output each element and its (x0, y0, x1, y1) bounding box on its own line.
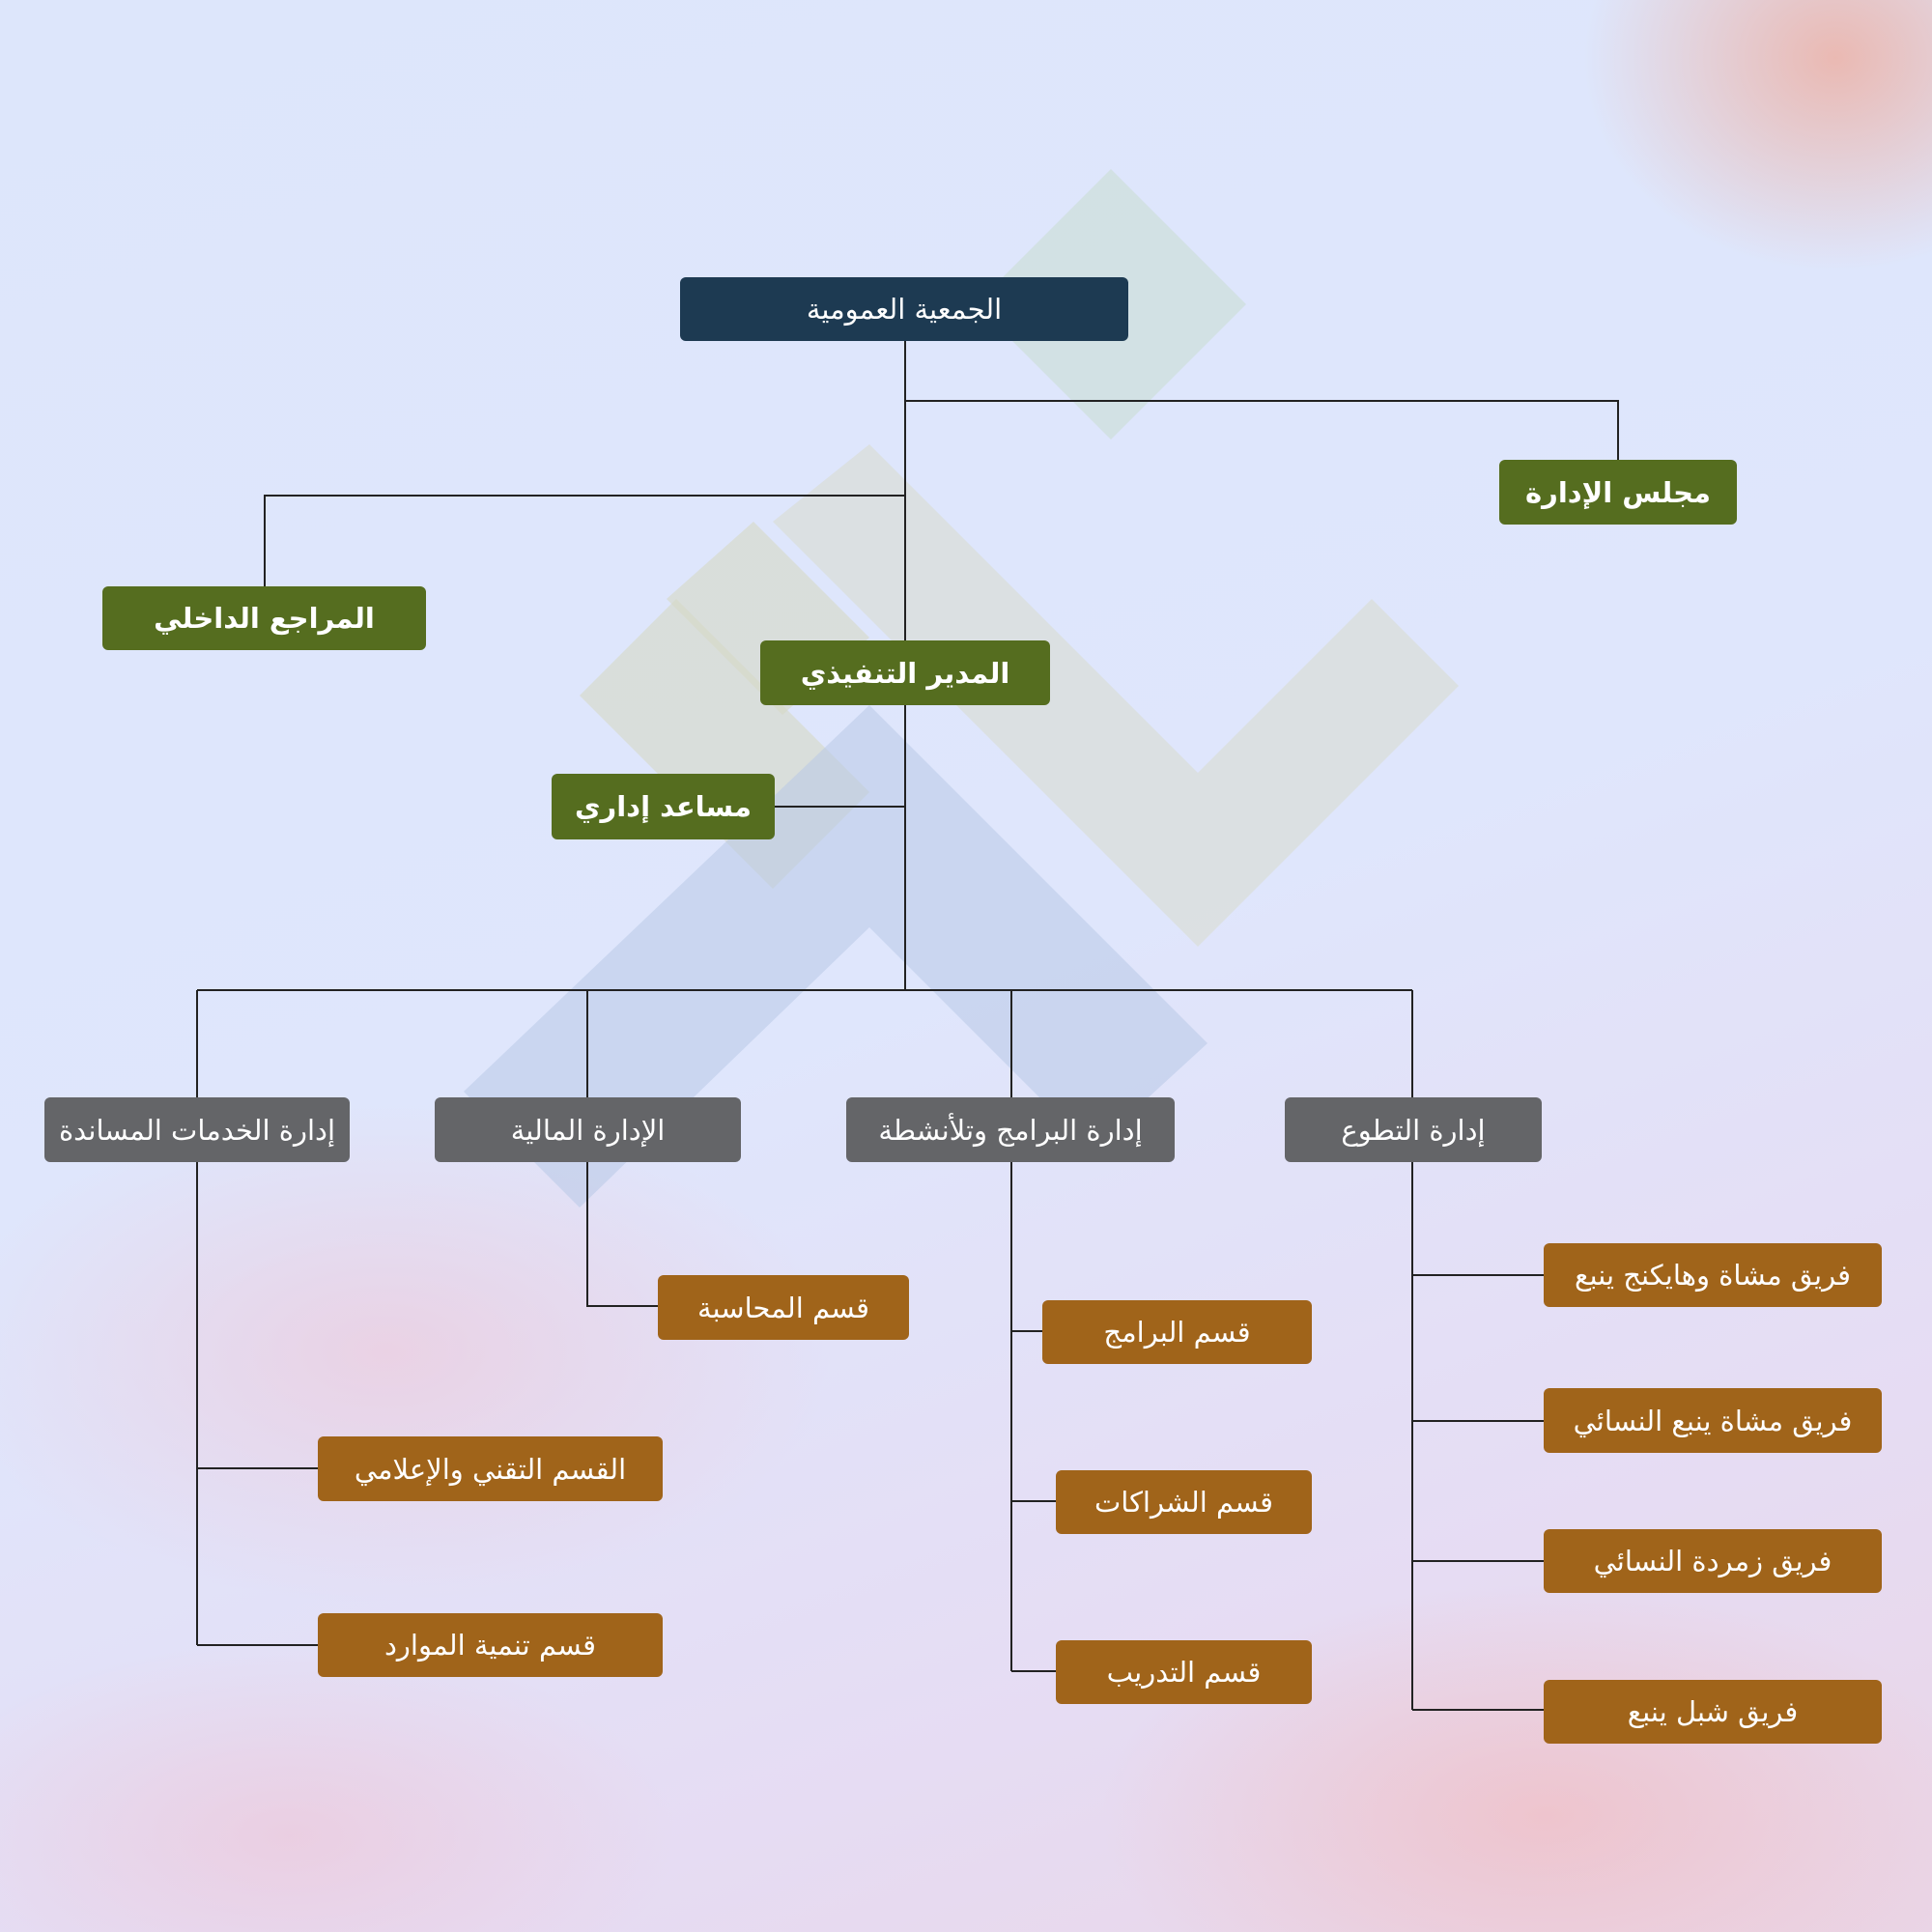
node-programs-activities[interactable]: إدارة البرامج وتلأنشطة (846, 1097, 1175, 1162)
node-volunteering[interactable]: إدارة التطوع (1285, 1097, 1542, 1162)
node-team[interactable]: فريق زمردة النسائي (1544, 1529, 1882, 1593)
node-executive-director[interactable]: المدير التنفيذي (760, 640, 1050, 705)
node-tech-media[interactable]: القسم التقني والإعلامي (318, 1436, 663, 1501)
node-accounting[interactable]: قسم المحاسبة (658, 1275, 909, 1340)
node-support-services[interactable]: إدارة الخدمات المساندة (44, 1097, 350, 1162)
node-team[interactable]: فريق شبل ينبع (1544, 1680, 1882, 1744)
node-partnerships[interactable]: قسم الشراكات (1056, 1470, 1312, 1534)
node-finance[interactable]: الإدارة المالية (435, 1097, 741, 1162)
node-team[interactable]: فريق مشاة ينبع النسائي (1544, 1388, 1882, 1453)
node-programs-section[interactable]: قسم البرامج (1042, 1300, 1312, 1364)
node-general-assembly[interactable]: الجمعية العمومية (680, 277, 1128, 341)
node-training[interactable]: قسم التدريب (1056, 1640, 1312, 1704)
node-admin-assistant[interactable]: مساعد إداري (552, 774, 775, 839)
node-team[interactable]: فريق مشاة وهايكنج ينبع (1544, 1243, 1882, 1307)
node-internal-auditor[interactable]: المراجع الداخلي (102, 586, 426, 650)
node-resource-development[interactable]: قسم تنمية الموارد (318, 1613, 663, 1677)
node-board[interactable]: مجلس الإدارة (1499, 460, 1737, 525)
